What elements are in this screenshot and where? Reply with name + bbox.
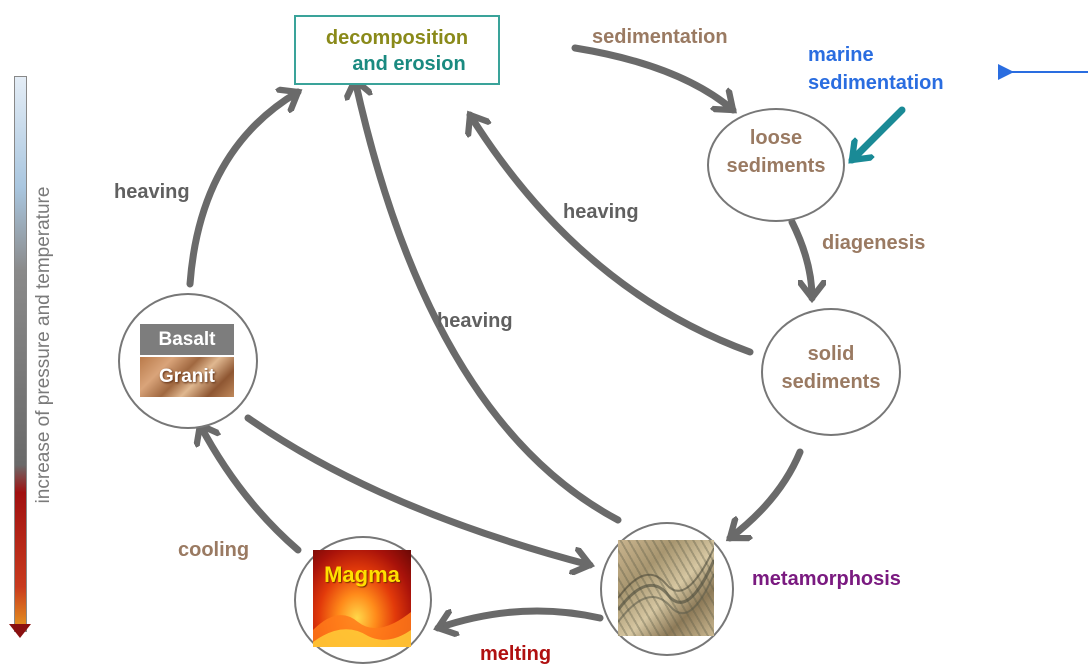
- loose-line2: sediments: [726, 155, 826, 177]
- metamorphic-rock-image: [618, 540, 714, 636]
- granit-image: Granit: [140, 357, 234, 397]
- solid-line1: solid: [807, 343, 855, 365]
- diagenesis-arrow: [788, 218, 812, 298]
- cooling-arrow: [200, 425, 302, 554]
- basalt-to-metamorphosis-arrow: [244, 414, 590, 565]
- solid-sediments-node: solid sediments: [761, 308, 901, 436]
- heaving-left-arrow: [186, 92, 298, 288]
- heaving-right-arrow: [470, 115, 754, 356]
- solid-line2: sediments: [781, 371, 881, 393]
- basalt-image: Basalt: [140, 324, 234, 355]
- cooling-label: cooling: [178, 539, 250, 561]
- sedimentation-label: sedimentation: [592, 26, 728, 48]
- folded-strata-graphic: [618, 547, 714, 623]
- loose-line1: loose: [749, 127, 803, 149]
- marine-sedimentation-label-line1: marine: [808, 44, 874, 66]
- magma-image: Magma: [313, 550, 411, 647]
- box-line2: and erosion: [352, 53, 466, 75]
- down-arrow-icon: [9, 624, 31, 638]
- heaving-label-right: heaving: [563, 201, 639, 223]
- melting-arrow: [438, 607, 604, 628]
- heaving-middle-arrow: [355, 80, 622, 524]
- decomposition-erosion-box: decomposition and erosion: [294, 15, 500, 85]
- marine-sedimentation-label-line2: sedimentation: [808, 72, 944, 94]
- box-line1: decomposition: [325, 27, 469, 49]
- lava-flow-graphic: [313, 612, 411, 647]
- heaving-label-middle: heaving: [437, 310, 513, 332]
- melting-label: melting: [480, 643, 552, 665]
- loose-sediments-node: loose sediments: [707, 108, 845, 222]
- heaving-label-left: heaving: [114, 181, 190, 203]
- magma-label: Magma: [324, 562, 400, 587]
- sedimentation-arrow: [571, 44, 733, 114]
- marine-sedimentation-arrow: [852, 106, 906, 160]
- metamorphosis-label: metamorphosis: [752, 568, 901, 590]
- solid-to-metamorphosis-arrow: [730, 448, 804, 542]
- diagenesis-label: diagenesis: [822, 232, 926, 254]
